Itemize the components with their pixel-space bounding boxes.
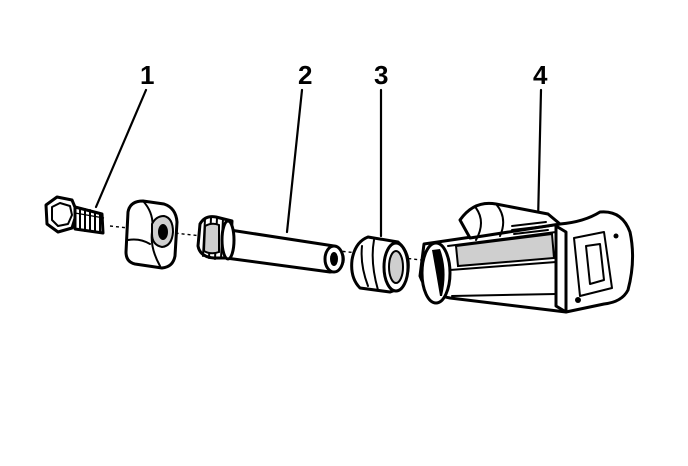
callout-4-leader: [536, 88, 543, 224]
callout-1-label: 1: [140, 60, 154, 90]
bolt-part: [44, 195, 105, 235]
callout-3-label: 3: [374, 60, 388, 90]
sensor-housing-part: [418, 201, 635, 314]
callout-2-leader: [285, 88, 304, 234]
seal-ring-part: [350, 235, 410, 294]
callout-4-label: 4: [533, 60, 548, 90]
grommet-part: [124, 199, 179, 270]
callout-2-label: 2: [298, 60, 312, 90]
valve-stem-part: [196, 215, 345, 274]
callout-1-leader: [94, 88, 148, 209]
